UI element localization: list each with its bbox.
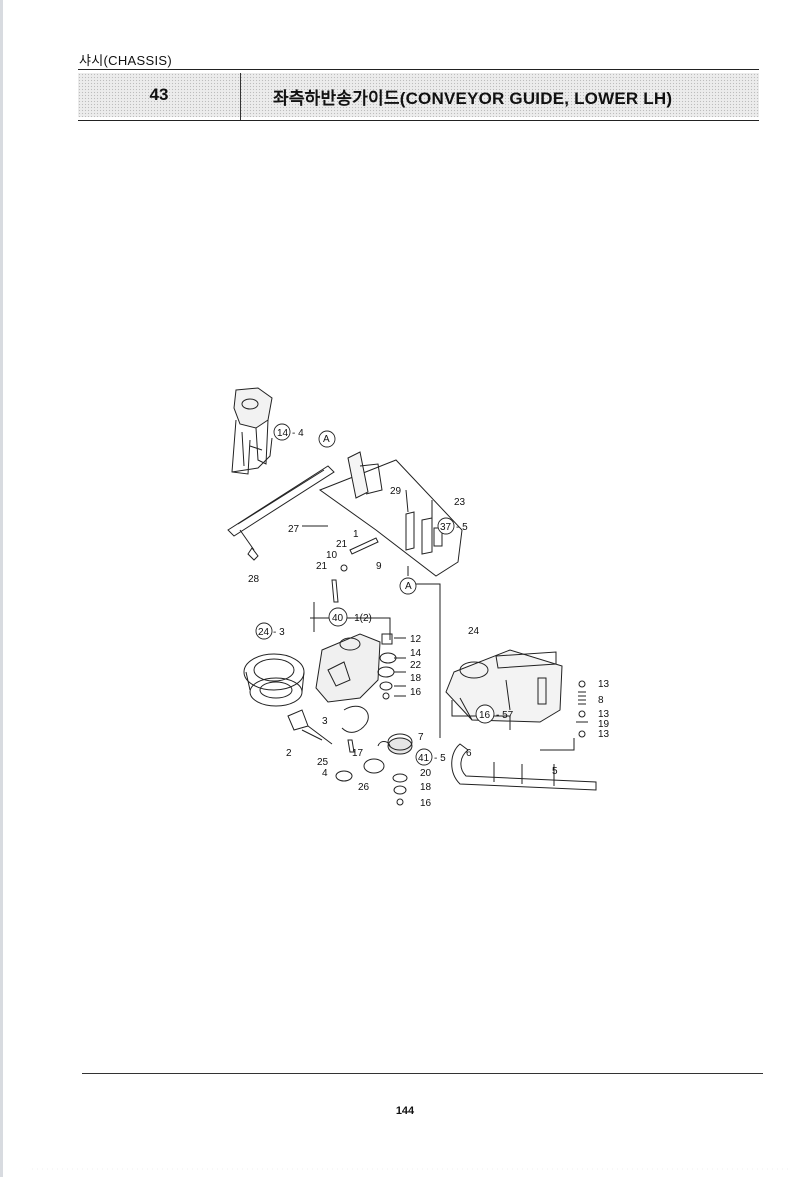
callout-37-5: - 5 bbox=[456, 522, 468, 533]
scan-noise bbox=[30, 1168, 790, 1170]
section-number: 43 bbox=[149, 85, 169, 104]
bracket-assembly-drawing bbox=[231, 387, 273, 475]
callout-21-a: 21 bbox=[336, 539, 348, 550]
callout-a-bottom: A bbox=[405, 581, 412, 592]
callout-8: 8 bbox=[598, 695, 604, 706]
callout-6: 6 bbox=[466, 748, 472, 759]
callout-1: 1 bbox=[353, 529, 359, 540]
mounting-plate-drawing bbox=[318, 451, 463, 577]
callout-circle-14: 14 bbox=[277, 428, 289, 439]
callout-16-57: - 57 bbox=[496, 710, 514, 721]
callout-5: 5 bbox=[552, 766, 558, 777]
callout-10: 10 bbox=[326, 550, 338, 561]
callout-16-a: 16 bbox=[410, 687, 422, 698]
callout-14: 14 bbox=[410, 648, 422, 659]
callout-circle-40: 40 bbox=[332, 613, 344, 624]
callout-41-5: - 5 bbox=[434, 753, 446, 764]
callout-circle-24: 24 bbox=[258, 627, 270, 638]
callout-24-3: - 3 bbox=[273, 627, 285, 638]
callout-7: 7 bbox=[418, 732, 424, 743]
callout-26: 26 bbox=[358, 782, 370, 793]
callout-2: 2 bbox=[286, 748, 292, 759]
callout-circle-41: 41 bbox=[418, 753, 430, 764]
sprocket-drawing bbox=[243, 653, 305, 707]
callout-40-1-2: - 1(2) bbox=[348, 613, 372, 624]
section-label: 샤시(CHASSIS) bbox=[79, 53, 172, 68]
header-bar bbox=[78, 73, 759, 117]
callout-21-b: 21 bbox=[316, 561, 328, 572]
callout-20: 20 bbox=[420, 768, 432, 779]
gear-housing-drawing bbox=[315, 633, 381, 753]
callout-9: 9 bbox=[376, 561, 382, 572]
callout-17: 17 bbox=[352, 748, 364, 759]
callout-13-c: 13 bbox=[598, 729, 610, 740]
callout-23: 23 bbox=[454, 497, 466, 508]
callout-14-4: - 4 bbox=[292, 428, 304, 439]
callout-18-a: 18 bbox=[410, 673, 422, 684]
callout-circle-37: 37 bbox=[440, 522, 452, 533]
guide-rail-drawing bbox=[451, 743, 597, 791]
callout-a-top: A bbox=[323, 434, 330, 445]
conveyor-guide-assembly-drawing bbox=[445, 649, 563, 730]
callout-circle-16: 16 bbox=[479, 710, 491, 721]
callout-28: 28 bbox=[248, 574, 260, 585]
callout-29: 29 bbox=[390, 486, 402, 497]
callout-22: 22 bbox=[410, 660, 422, 671]
header-bottom-rule bbox=[78, 120, 759, 121]
footer-rule bbox=[82, 1073, 763, 1074]
callout-12: 12 bbox=[410, 634, 422, 645]
scan-edge bbox=[0, 0, 3, 1177]
header-divider bbox=[240, 73, 241, 121]
callout-18-b: 18 bbox=[420, 782, 432, 793]
callout-25: 25 bbox=[317, 757, 329, 768]
callout-16-b: 16 bbox=[420, 798, 432, 809]
page-number: 144 bbox=[395, 1105, 415, 1117]
washer-stack-drawing bbox=[377, 633, 406, 700]
callout-24: 24 bbox=[468, 626, 480, 637]
long-arm-drawing bbox=[227, 465, 335, 537]
exploded-parts-diagram: 14 - 4 A 27 28 29 23 37 - 5 1 21 10 21 9… bbox=[227, 387, 610, 809]
callout-4: 4 bbox=[322, 768, 328, 779]
callout-13-b: 13 bbox=[598, 709, 610, 720]
callout-27: 27 bbox=[288, 524, 300, 535]
callout-13-a: 13 bbox=[598, 679, 610, 690]
page-title: 좌측하반송가이드(CONVEYOR GUIDE, LOWER LH) bbox=[273, 89, 673, 108]
callout-19: 19 bbox=[598, 719, 610, 730]
callout-3: 3 bbox=[322, 716, 328, 727]
header-top-rule bbox=[78, 69, 759, 70]
